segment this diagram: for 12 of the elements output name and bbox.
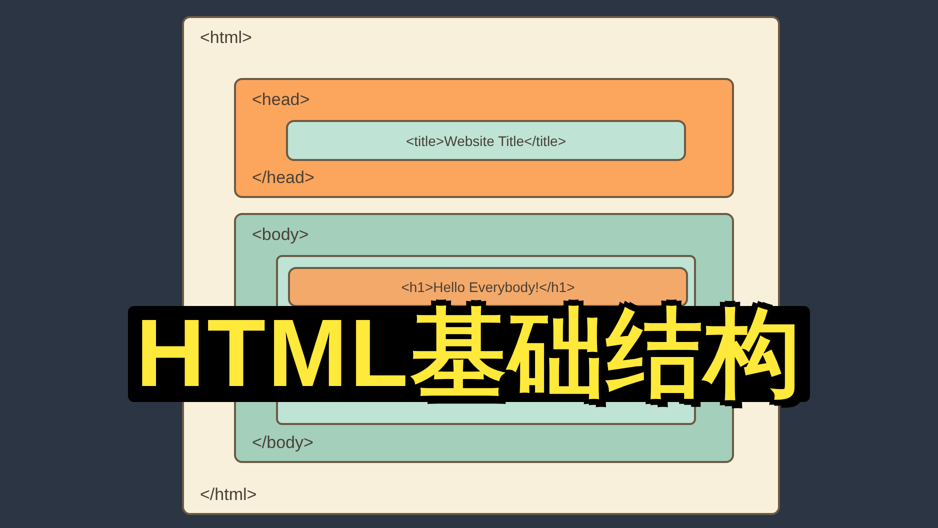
element-box bbox=[286, 120, 686, 161]
element-box bbox=[234, 78, 734, 198]
title-overlay: HTML基础结构 bbox=[128, 306, 810, 402]
element-label: <title>Website Title</title> bbox=[404, 132, 568, 148]
opening-tag: <html> bbox=[200, 28, 252, 48]
element-box bbox=[288, 267, 688, 307]
opening-tag: <body> bbox=[252, 225, 309, 245]
closing-tag: </body> bbox=[252, 433, 314, 453]
closing-tag: </head> bbox=[252, 168, 314, 188]
closing-tag: </html> bbox=[200, 485, 257, 505]
element-label: <h1>Hello Everybody!</h1> bbox=[400, 279, 576, 295]
opening-tag: <head> bbox=[252, 90, 310, 110]
